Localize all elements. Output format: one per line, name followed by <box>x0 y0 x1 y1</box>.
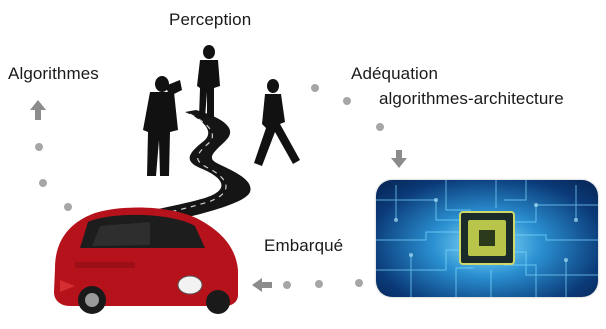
cycle-dot <box>315 280 323 288</box>
cycle-dot <box>35 143 43 151</box>
cycle-dot <box>376 123 384 131</box>
cycle-dot <box>355 279 363 287</box>
label-algorithmes-architecture: algorithmes-architecture <box>379 89 564 108</box>
cycle-dot <box>283 281 291 289</box>
label-adequation: Adéquation <box>351 64 439 83</box>
red-car <box>54 207 238 314</box>
person-silhouette-middle <box>197 45 220 118</box>
arrow-up-icon <box>30 100 46 120</box>
person-silhouette-right <box>254 79 300 166</box>
cycle-dot <box>343 97 351 105</box>
person-silhouette-left <box>143 76 182 176</box>
label-embarque: Embarqué <box>264 236 344 255</box>
cycle-dot <box>39 179 47 187</box>
chip-circuit-icon <box>376 180 598 297</box>
processor-chip-image <box>376 180 598 297</box>
arrow-down-icon <box>391 150 407 168</box>
cycle-dot <box>64 203 72 211</box>
label-perception: Perception <box>169 10 252 29</box>
arrow-left-icon <box>252 278 272 292</box>
label-algorithmes: Algorithmes <box>8 64 99 83</box>
cycle-dot <box>311 84 319 92</box>
road-shape <box>108 110 251 226</box>
